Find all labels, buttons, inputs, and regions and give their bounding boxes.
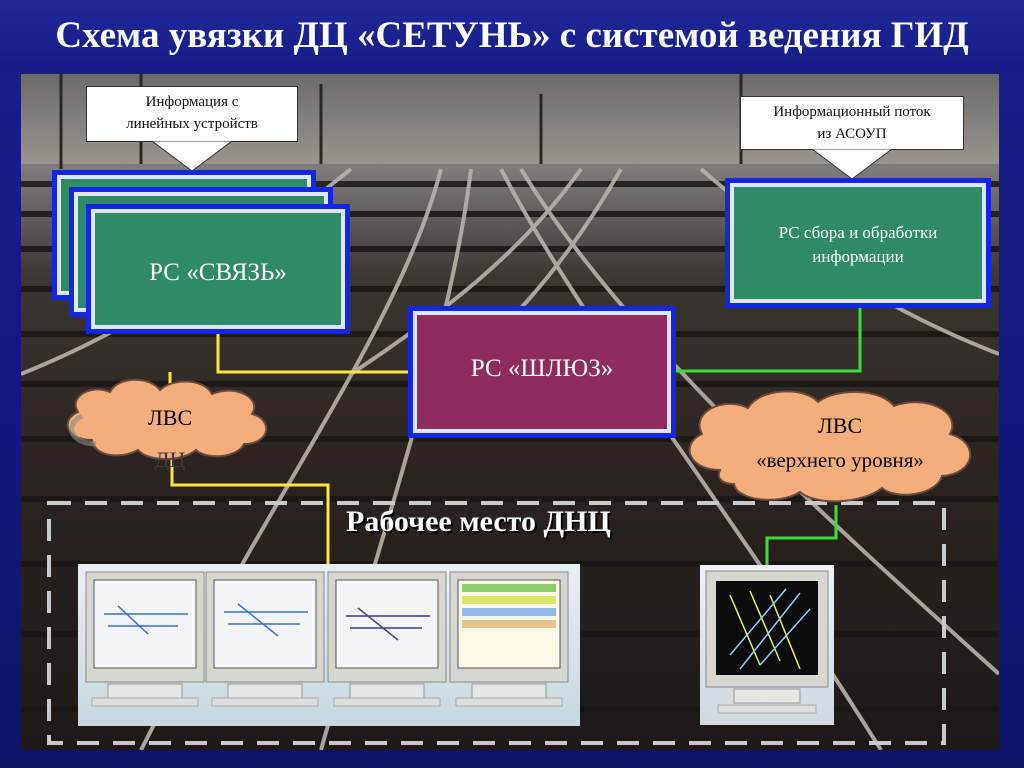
box-sbor: РС сбора и обработки информации — [725, 178, 991, 308]
box-shlyuz-label: РС «ШЛЮЗ» — [470, 355, 614, 382]
gid-monitor — [700, 565, 834, 725]
box-sbor-label-line1: РС сбора и обработки — [778, 223, 938, 242]
box-sbor-label-line2: информации — [812, 247, 904, 266]
slide-title: Схема увязки ДЦ «СЕТУНЬ» с системой веде… — [0, 0, 1024, 72]
cloud-lvs-dc-line1: ЛВС — [147, 405, 193, 430]
cloud-lvs-top-shape — [688, 390, 971, 503]
monitor-4 — [449, 571, 569, 707]
box-shlyuz: РС «ШЛЮЗ» — [408, 306, 676, 438]
cloud-lvs-top-line2: «верхнего уровня» — [756, 448, 924, 472]
monitor-3 — [327, 571, 447, 707]
cloud-lvs-top-line1: ЛВС — [817, 413, 863, 438]
callout-right-arrow — [812, 149, 892, 179]
callout-asoup-line2: из АСОУП — [817, 126, 887, 142]
dnc-monitors-group — [78, 564, 580, 726]
connector-svyaz-shlyuz — [216, 330, 415, 374]
callout-left-arrow — [152, 141, 232, 171]
callout-line-devices-line2: линейных устройств — [126, 116, 258, 132]
callout-line-devices: Информация с линейных устройств — [86, 86, 298, 142]
callout-line-devices-line1: Информация с — [145, 94, 239, 110]
connector-lvs-dc-workplace — [170, 445, 330, 565]
box-svyaz-label: РС «СВЯЗЬ» — [149, 259, 287, 286]
connector-lvs-top-monitor — [765, 505, 838, 568]
cloud-lvs-dc-line2: ДЦ — [154, 447, 186, 472]
workplace-label: Рабочее место ДНЦ — [346, 505, 611, 538]
callout-asoup-line1: Информационный поток — [773, 104, 931, 120]
monitor-1 — [85, 571, 205, 707]
callout-asoup: Информационный поток из АСОУП — [740, 96, 964, 150]
gid-monitor-illustration — [705, 570, 829, 714]
cloud-lvs-dc-shape — [66, 378, 268, 460]
box-svyaz: РС «СВЯЗЬ» — [86, 204, 350, 334]
connector-shlyuz-sbor — [670, 305, 862, 373]
dnc-monitors-illustration — [85, 571, 569, 707]
monitor-2 — [205, 571, 325, 707]
